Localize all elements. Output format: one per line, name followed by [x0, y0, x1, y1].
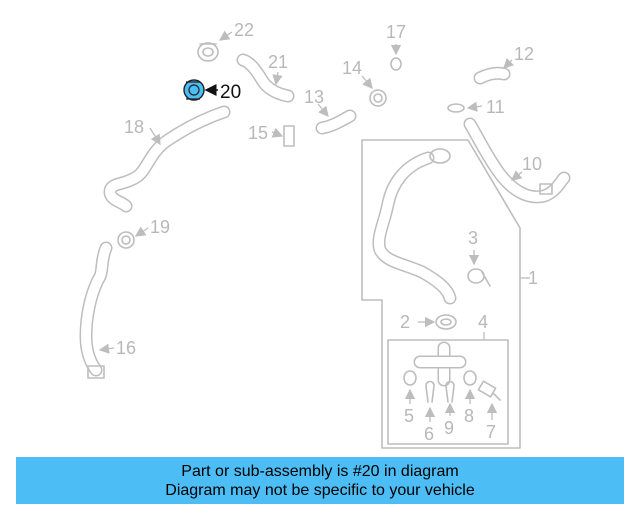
part-13-hose	[315, 109, 357, 135]
part-6-clip	[425, 380, 435, 403]
tee-fitting	[413, 341, 467, 387]
callout-5: 5	[404, 406, 414, 426]
part-20-clamp	[183, 79, 205, 101]
callout-13: 13	[304, 87, 324, 107]
part-2-clamp	[435, 314, 457, 330]
callout-1: 1	[528, 268, 538, 288]
part-7-sensor	[477, 380, 501, 401]
part-18-hose	[103, 105, 231, 213]
callout-3: 3	[468, 228, 478, 248]
part-15-bracket	[283, 125, 295, 147]
part-19-clamp	[117, 231, 135, 249]
part-14-clamp	[369, 89, 387, 107]
banner-line-1: Part or sub-assembly is #20 in diagram	[181, 462, 459, 480]
part-21-hose	[236, 53, 295, 103]
part-5-oring	[403, 370, 417, 386]
part-8-oring	[463, 370, 477, 386]
assembly-outline	[361, 139, 521, 449]
callout-21: 21	[268, 52, 288, 72]
callout-4: 4	[478, 312, 488, 332]
callout-19: 19	[150, 217, 170, 237]
callout-22: 22	[234, 20, 254, 40]
callout-12: 12	[514, 44, 534, 64]
subassembly-box	[387, 339, 509, 445]
part-3-clamp	[467, 268, 491, 287]
callout-10: 10	[522, 154, 542, 174]
part-12-hose	[473, 66, 511, 85]
callout-15: 15	[248, 123, 268, 143]
callout-8: 8	[464, 406, 474, 426]
callout-7: 7	[486, 422, 496, 442]
callout-16: 16	[116, 338, 136, 358]
callout-6: 6	[424, 424, 434, 444]
part-17-oring	[390, 57, 402, 71]
part-22-clamp	[197, 42, 219, 62]
callout-11: 11	[486, 97, 505, 117]
info-banner: Part or sub-assembly is #20 in diagram D…	[16, 457, 624, 504]
part-16-pipe	[79, 241, 113, 379]
part-11-oring	[447, 103, 465, 113]
part-9-clip	[445, 380, 455, 403]
callout-20: 20	[220, 82, 241, 103]
callout-17: 17	[386, 22, 406, 42]
callout-9: 9	[444, 418, 454, 438]
callout-14: 14	[342, 58, 362, 78]
main-hose	[372, 148, 457, 305]
parts-diagram: 22 21 20 17 14 13 12 11 18 15 10 3 1 19 …	[79, 20, 571, 449]
callout-2: 2	[400, 312, 410, 332]
part-10-pipe	[463, 117, 571, 204]
callout-18: 18	[124, 117, 144, 137]
banner-line-2: Diagram may not be specific to your vehi…	[165, 481, 475, 499]
